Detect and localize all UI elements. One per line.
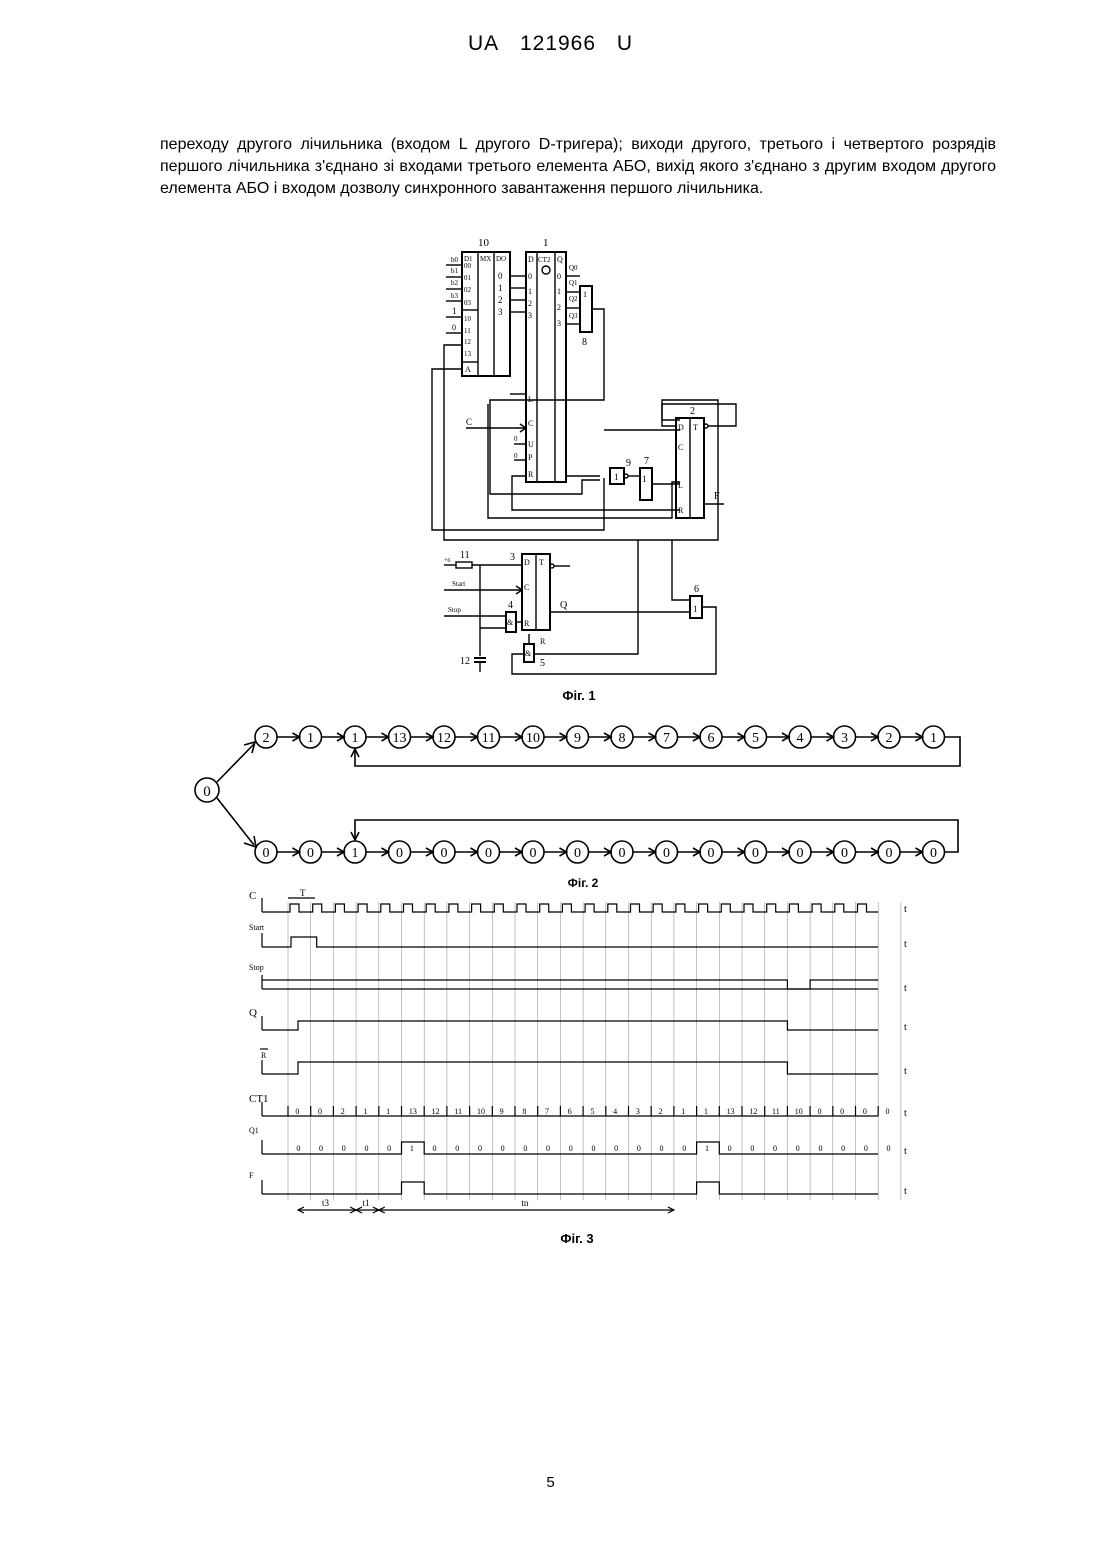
axis-label: t [904,1066,907,1077]
axis-label: t [904,939,907,950]
ct1-value: 1 [386,1107,390,1116]
axis-label: t [904,1186,907,1197]
q1-value: 0 [818,1144,822,1153]
q1-value: 0 [433,1144,437,1153]
q1-value: 0 [591,1144,595,1153]
q1-value: 0 [501,1144,505,1153]
q1-value: 0 [364,1144,368,1153]
ct1-value: 6 [568,1107,572,1116]
interval-label: t3 [322,1198,330,1208]
interval-label: t1 [362,1198,369,1208]
signal-label: Stop [249,963,264,972]
signal-label: Q [249,1007,257,1019]
ct1-value: 2 [341,1107,345,1116]
q1-value: 0 [750,1144,754,1153]
interval-label: tn [521,1198,529,1208]
q1-value: 0 [455,1144,459,1153]
ct1-value: 3 [636,1107,640,1116]
q1-value: 0 [728,1144,732,1153]
stop-waveform [262,980,878,989]
ct1-value: 10 [477,1107,485,1116]
ct1-value: 7 [545,1107,549,1116]
clock-waveform [262,904,878,912]
q1-value: 0 [569,1144,573,1153]
ct1-value: 13 [409,1107,417,1116]
ct1-value: 11 [772,1107,780,1116]
axis-label: t [904,1108,907,1119]
q1-value: 0 [478,1144,482,1153]
signal-label: Q1 [249,1126,259,1135]
ct1-value: 2 [659,1107,663,1116]
q-waveform [262,1021,878,1030]
axis-label: t [904,904,907,915]
ct1-value: 12 [749,1107,757,1116]
q1-value: 1 [705,1144,709,1153]
ct1-value: 4 [613,1107,617,1116]
ct1-value: 0 [840,1107,844,1116]
ct1-value: 0 [817,1107,821,1116]
ct1-value: 8 [522,1107,526,1116]
signal-label: R [261,1051,267,1060]
signal-label: Start [249,923,265,932]
f-waveform [262,1182,878,1194]
ct1-value: 0 [886,1107,890,1116]
ct1-value: 9 [500,1107,504,1116]
ct1-value: 0 [863,1107,867,1116]
q1-value: 0 [546,1144,550,1153]
q1-value: 0 [660,1144,664,1153]
ct1-value: 1 [363,1107,367,1116]
ct1-value: 0 [318,1107,322,1116]
q1-value: 0 [773,1144,777,1153]
page-number: 5 [0,1474,1101,1491]
ct1-value: 10 [795,1107,803,1116]
ct1-value: 5 [590,1107,594,1116]
period-label: T [300,888,306,898]
ct1-value: 12 [432,1107,440,1116]
ct1-value: 1 [681,1107,685,1116]
figure-3-caption: Фіг. 3 [527,1231,627,1246]
ct1-value: 13 [727,1107,735,1116]
axis-label: t [904,1146,907,1157]
q1-value: 0 [637,1144,641,1153]
q1-value: 0 [887,1144,891,1153]
q1-value: 0 [841,1144,845,1153]
q1-value: 0 [342,1144,346,1153]
q1-value: 0 [319,1144,323,1153]
q1-value: 0 [523,1144,527,1153]
signal-label: F [249,1171,254,1180]
axis-label: t [904,1022,907,1033]
q1-value: 0 [387,1144,391,1153]
q1-value: 0 [296,1144,300,1153]
q1-value: 0 [796,1144,800,1153]
q1-value: 0 [614,1144,618,1153]
ct1-value: 0 [295,1107,299,1116]
start-waveform [262,937,878,947]
signal-label: C [249,890,256,902]
q1-value: 1 [410,1144,414,1153]
ct1-value: 11 [454,1107,462,1116]
q1-value: 0 [682,1144,686,1153]
axis-label: t [904,983,907,994]
r-waveform [262,1062,878,1074]
signal-label: CT1 [249,1093,269,1105]
ct1-value: 1 [704,1107,708,1116]
q1-value: 0 [864,1144,868,1153]
